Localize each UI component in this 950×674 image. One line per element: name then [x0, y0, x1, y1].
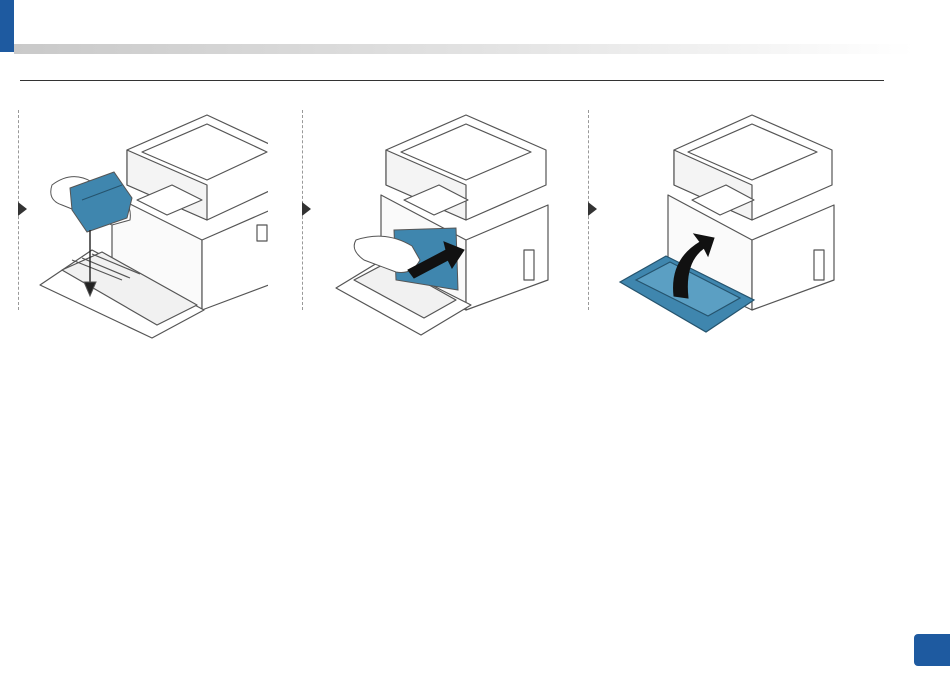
step-3	[588, 110, 838, 340]
printer-icon	[602, 110, 838, 340]
step-arrow-icon	[302, 202, 311, 216]
section-divider	[20, 80, 884, 81]
printer-icon	[316, 110, 552, 340]
chapter-tab	[0, 0, 14, 52]
header-band	[14, 44, 914, 54]
step-1	[18, 110, 268, 340]
step-arrow-icon	[18, 202, 27, 216]
printer-icon	[32, 110, 268, 340]
step-2	[302, 110, 552, 340]
step-arrow-icon	[588, 202, 597, 216]
page-number-badge	[914, 634, 950, 666]
